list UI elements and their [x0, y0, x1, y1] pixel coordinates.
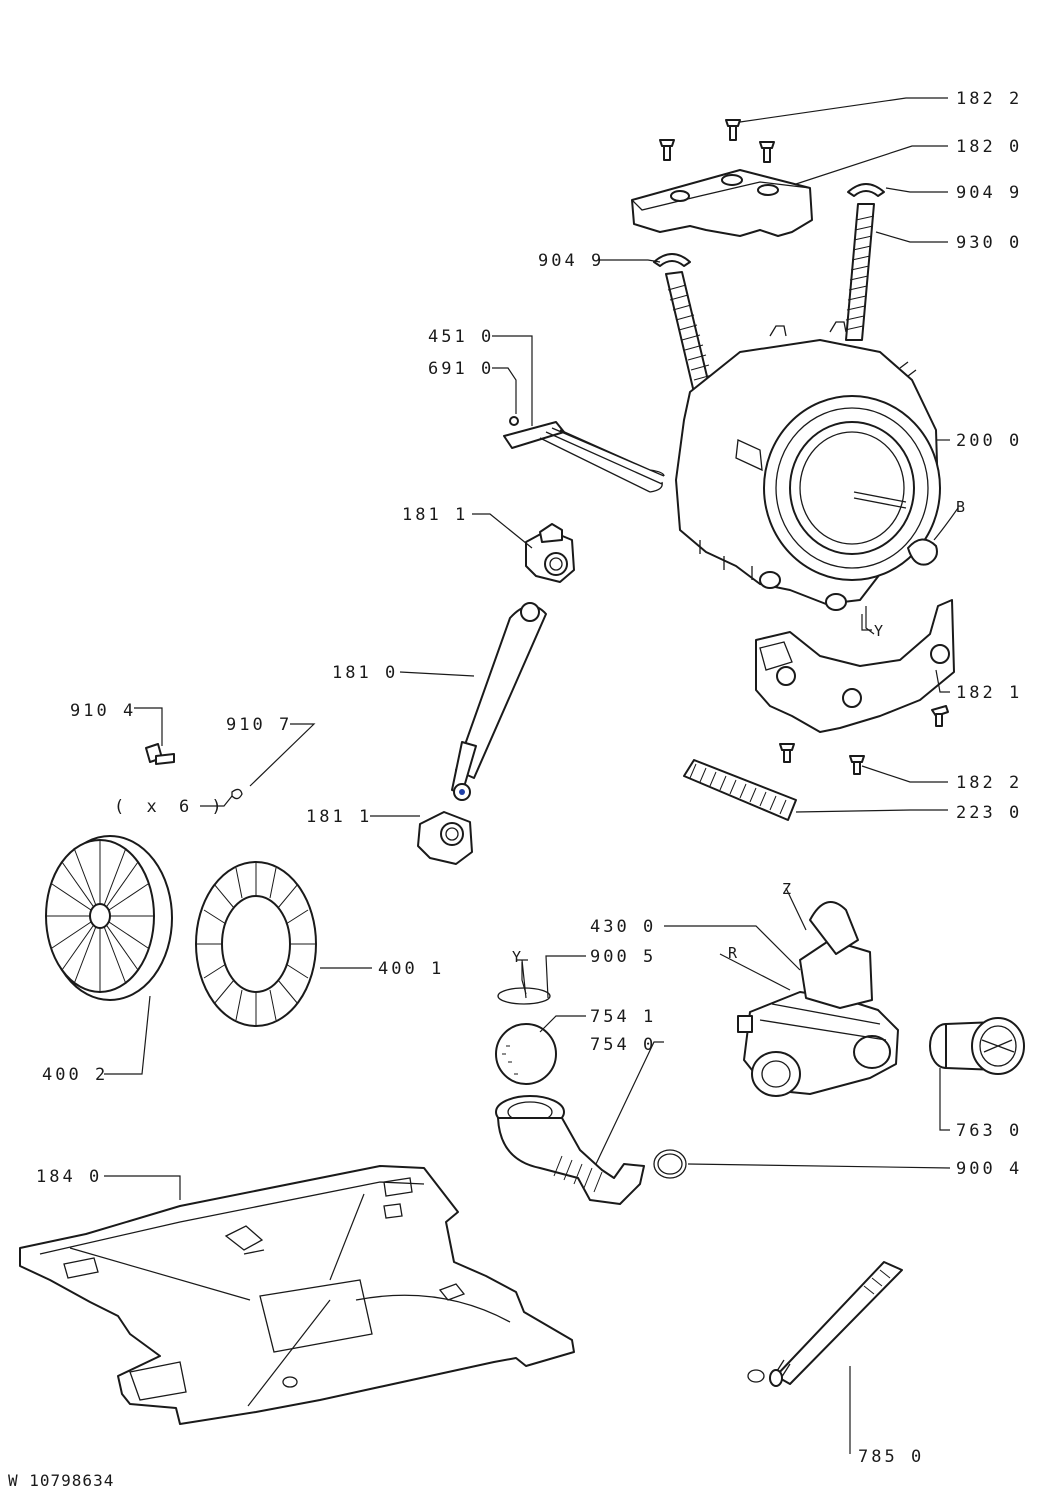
base-plate	[19, 1165, 575, 1425]
section-markers: B Y Y Z R	[512, 498, 965, 966]
leader-lines	[69, 97, 959, 1454]
bolt-9104	[145, 743, 175, 765]
pump-filter	[929, 1017, 1025, 1075]
drain-pump	[737, 901, 899, 1097]
document-code: W 10798634	[8, 1471, 114, 1490]
o-ring	[497, 987, 551, 1005]
screw-1822-b1	[779, 743, 795, 763]
drum-pulley	[45, 835, 173, 1001]
label-1820: 182 0	[956, 137, 1022, 157]
label-9300: 930 0	[956, 233, 1022, 253]
lower-counterweight	[755, 599, 955, 733]
label-x6: ( x 6 )	[114, 797, 228, 817]
sump-hose	[495, 1095, 645, 1205]
label-4002: 400 2	[42, 1065, 108, 1085]
top-counterweight-plate	[631, 169, 813, 237]
spring-clip-right	[847, 183, 885, 197]
label-7540: 754 0	[590, 1035, 656, 1055]
label-1811-bottom: 181 1	[306, 807, 372, 827]
hose-clamp	[653, 1149, 687, 1179]
wash-tub	[675, 321, 941, 611]
label-1822-bottom: 182 2	[956, 773, 1022, 793]
label-4300: 430 0	[590, 917, 656, 937]
marker-b: B	[956, 498, 965, 516]
label-2230: 223 0	[956, 803, 1022, 823]
damper-pad	[683, 759, 797, 821]
damper-mount-bottom	[417, 811, 473, 865]
ntc-sensor	[509, 416, 519, 426]
heater-element	[503, 421, 665, 493]
marker-z: Z	[782, 880, 791, 898]
marker-y-ring: Y	[512, 948, 521, 966]
label-9004: 900 4	[956, 1159, 1022, 1179]
top-screw-right	[759, 141, 775, 163]
spring-clip-left	[653, 253, 691, 267]
label-7850: 785 0	[858, 1447, 924, 1467]
top-screw-left	[659, 139, 675, 161]
label-7541: 754 1	[590, 1007, 656, 1027]
screw-1821-a	[931, 705, 949, 727]
label-4510: 451 0	[428, 327, 494, 347]
label-7630: 763 0	[956, 1121, 1022, 1141]
drum-shaft	[747, 1261, 903, 1387]
label-1840: 184 0	[36, 1167, 102, 1187]
label-1821: 182 1	[956, 683, 1022, 703]
top-screw-center	[725, 119, 741, 141]
label-2000: 200 0	[956, 431, 1022, 451]
suspension-spring-right	[844, 203, 875, 341]
shock-absorber	[451, 602, 547, 801]
label-9049-left: 904 9	[538, 251, 604, 271]
label-9049-right: 904 9	[956, 183, 1022, 203]
label-1811-top: 181 1	[402, 505, 468, 525]
label-6910: 691 0	[428, 359, 494, 379]
screw-1822-b2	[849, 755, 865, 775]
part-labels: 182 2 182 0 904 9 930 0 904 9 451 0 691 …	[36, 89, 1022, 1467]
marker-r: R	[728, 944, 738, 962]
label-9107: 910 7	[226, 715, 292, 735]
label-9005: 900 5	[590, 947, 656, 967]
label-1810: 181 0	[332, 663, 398, 683]
label-4001: 400 1	[378, 959, 444, 979]
ball-valve	[495, 1023, 557, 1085]
label-1822-top: 182 2	[956, 89, 1022, 109]
label-9104: 910 4	[70, 701, 136, 721]
damper-mount-top	[525, 523, 575, 583]
marker-y-tub: Y	[874, 622, 883, 640]
clip-9107	[231, 788, 243, 800]
motor-stator	[195, 861, 317, 1027]
